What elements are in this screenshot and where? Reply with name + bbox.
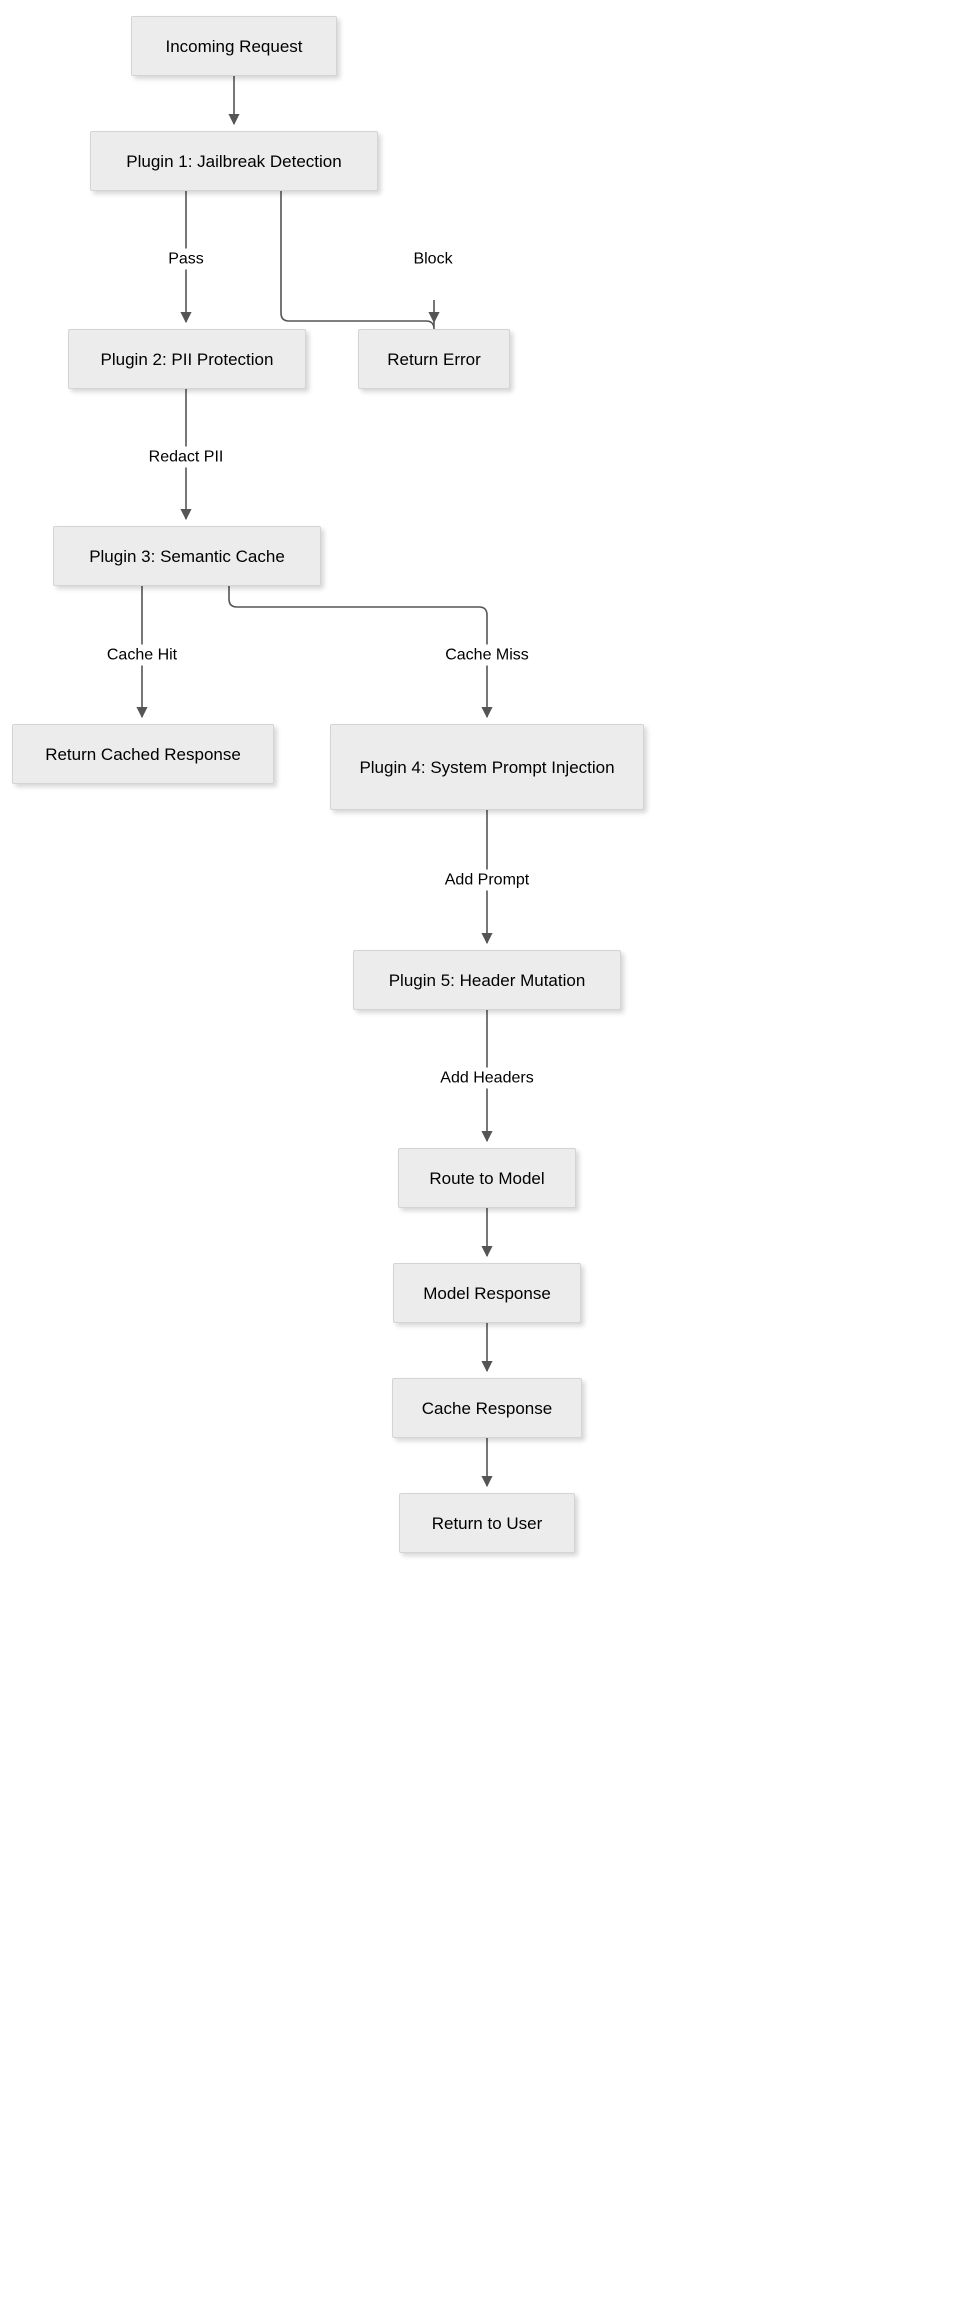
node-label: Return to User (431, 1513, 543, 1533)
node-return-to-user[interactable]: Return to User (399, 1493, 575, 1553)
edge-label-block: Block (409, 248, 457, 270)
node-label: Plugin 3: Semantic Cache (89, 546, 285, 566)
edge-label-add-prompt: Add Prompt (440, 869, 534, 891)
node-label: Model Response (423, 1283, 551, 1303)
edge-label-cache-hit: Cache Hit (102, 644, 182, 666)
node-label: Plugin 4: System Prompt Injection (359, 757, 615, 777)
node-return-cached-response[interactable]: Return Cached Response (12, 724, 274, 784)
node-route-to-model[interactable]: Route to Model (398, 1148, 576, 1208)
node-label: Plugin 2: PII Protection (100, 349, 274, 369)
edge-label-cache-miss: Cache Miss (441, 644, 533, 666)
edge-plugin1-to-return-error (280, 191, 435, 330)
node-plugin-1-jailbreak-detection[interactable]: Plugin 1: Jailbreak Detection (90, 131, 378, 191)
node-label: Incoming Request (165, 36, 303, 56)
node-label: Plugin 1: Jailbreak Detection (126, 151, 342, 171)
edge-plugin3-to-plugin4 (228, 586, 493, 719)
node-incoming-request[interactable]: Incoming Request (131, 16, 337, 76)
edge-label-pass: Pass (164, 248, 208, 270)
node-label: Return Error (387, 349, 481, 369)
node-model-response[interactable]: Model Response (393, 1263, 581, 1323)
node-cache-response[interactable]: Cache Response (392, 1378, 582, 1438)
node-plugin-3-semantic-cache[interactable]: Plugin 3: Semantic Cache (53, 526, 321, 586)
node-label: Plugin 5: Header Mutation (388, 970, 586, 990)
node-plugin-4-system-prompt-injection[interactable]: Plugin 4: System Prompt Injection (330, 724, 644, 810)
edge-label-redact-pii: Redact PII (144, 446, 228, 468)
node-return-error[interactable]: Return Error (358, 329, 510, 389)
node-plugin-2-pii-protection[interactable]: Plugin 2: PII Protection (68, 329, 306, 389)
node-label: Route to Model (429, 1168, 545, 1188)
node-label: Cache Response (421, 1398, 553, 1418)
node-plugin-5-header-mutation[interactable]: Plugin 5: Header Mutation (353, 950, 621, 1010)
edge-label-add-headers: Add Headers (436, 1067, 538, 1089)
node-label: Return Cached Response (45, 744, 241, 764)
